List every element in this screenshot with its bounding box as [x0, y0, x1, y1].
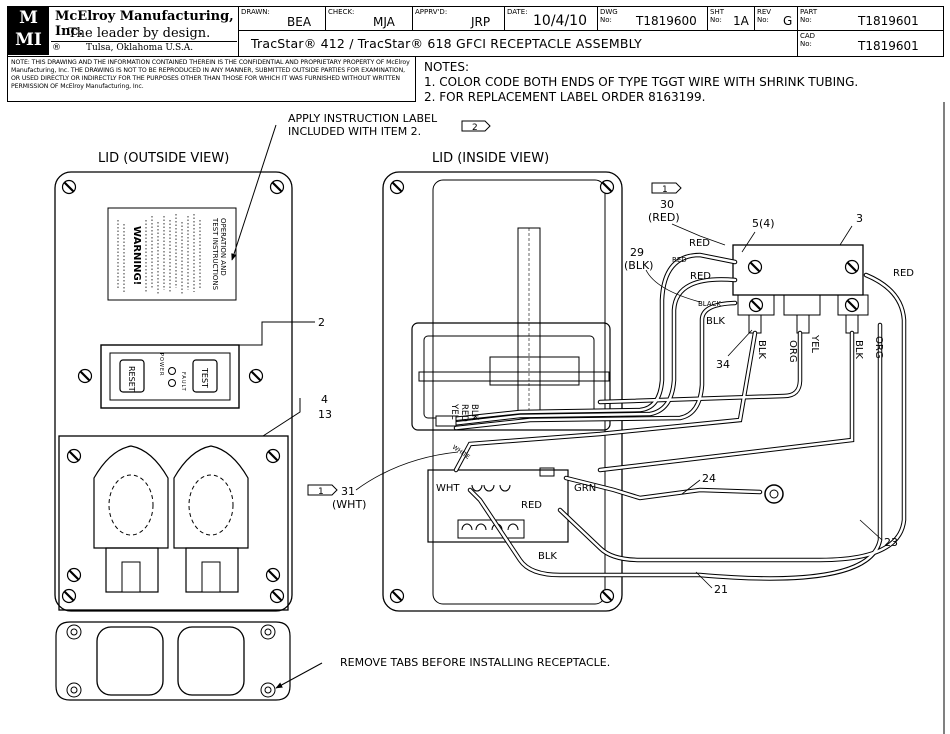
callout-item-30-color: (RED) — [648, 211, 680, 224]
company-block: M MI McElroy Manufacturing, Inc. The lea… — [7, 6, 239, 57]
inside-lid — [382, 171, 623, 612]
callout-item-29-color: (BLK) — [624, 259, 653, 272]
notes-cell: NOTES: 1. COLOR CODE BOTH ENDS OF TYPE T… — [415, 56, 944, 105]
notes: NOTES: 1. COLOR CODE BOTH ENDS OF TYPE T… — [424, 60, 858, 105]
note-2: 2. FOR REPLACEMENT LABEL ORDER 8163199. — [424, 90, 706, 104]
flag-2: 2 — [472, 123, 478, 133]
screw-icon — [269, 588, 285, 604]
power-text: POWER — [158, 353, 164, 377]
company-name: McElroy Manufacturing, Inc. — [55, 9, 234, 39]
wire-label-wht: WHT — [436, 483, 460, 494]
wire-label-blk: BLK — [538, 551, 557, 562]
terminal-block — [732, 244, 869, 334]
callout-item-5: 5(4) — [752, 217, 775, 230]
reset-text: RESET — [127, 366, 136, 392]
power-led — [168, 367, 176, 375]
cad-cell: CAD No: T1819601 — [797, 30, 944, 57]
part-value: T1819601 — [858, 14, 919, 28]
fault-led — [168, 379, 176, 387]
cad-value: T1819601 — [858, 39, 919, 53]
inside-view-title: LID (INSIDE VIEW) — [432, 151, 549, 166]
instruction-label: OPERATION AND TEST INSTRUCTIONS WARNING! — [107, 207, 237, 301]
callout-item-30: 30 — [660, 198, 674, 211]
receptacle-cover — [58, 435, 289, 611]
screw-icon — [77, 368, 93, 384]
flag-1: 1 — [318, 487, 324, 497]
duplex-receptacle — [55, 621, 291, 701]
callout-item-24: 24 — [702, 472, 716, 485]
drawing-title: TracStar® 412 / TracStar® 618 GFCI RECEP… — [251, 36, 642, 51]
callout-item-21: 21 — [714, 583, 728, 596]
approved-value: JRP — [471, 15, 491, 29]
screw-icon — [61, 588, 77, 604]
notes-heading: NOTES: — [424, 60, 469, 74]
item-callouts: APPLY INSTRUCTION LABEL INCLUDED WITH IT… — [288, 112, 898, 669]
screw-icon — [248, 368, 264, 384]
check-value: MJA — [373, 15, 395, 29]
company-slogan: The leader by design. — [68, 26, 211, 41]
confidential-notice: NOTE: THIS DRAWING AND THE INFORMATION C… — [11, 59, 410, 90]
test-button[interactable] — [192, 359, 218, 393]
wire-label-yel-gfci: YEL — [449, 403, 459, 420]
wire-label-yel: YEL — [809, 334, 820, 353]
company-logo: M MI — [8, 7, 49, 55]
wire-label-black: BLACK — [698, 300, 721, 308]
callout-item-4: 4 — [321, 393, 328, 406]
outside-view-title: LID (OUTSIDE VIEW) — [98, 151, 229, 166]
wire-label-red-small: RED — [672, 256, 687, 264]
wire-label-blk: BLK — [706, 316, 725, 327]
callout-item-29: 29 — [630, 246, 644, 259]
date-value: 10/4/10 — [533, 13, 587, 29]
callout-item-23: 23 — [884, 536, 898, 549]
callout-item-31: 31 — [341, 485, 355, 498]
callout-item-34: 34 — [716, 358, 730, 371]
screw-icon — [269, 179, 285, 195]
callout-item-2: 2 — [318, 316, 325, 329]
ground-ring-terminal — [764, 484, 784, 504]
label-op-text: OPERATION AND — [219, 218, 227, 276]
reset-button[interactable] — [119, 359, 145, 393]
wire-label-org: ORG — [787, 340, 798, 363]
label-test-text: TEST INSTRUCTIONS — [211, 217, 219, 291]
wire-label-blk: BLK — [756, 340, 767, 359]
flag-1: 1 — [662, 185, 668, 195]
wire-label-red: RED — [521, 500, 542, 511]
wire-label-org: ORG — [873, 336, 884, 359]
apply-label-text-2: INCLUDED WITH ITEM 2. — [288, 125, 421, 138]
screw-icon — [61, 179, 77, 195]
wire-label-blk-gfci: BLK — [469, 404, 479, 421]
wire-label-red: RED — [689, 238, 710, 249]
gfci-face: RESET TEST POWER FAULT — [100, 344, 240, 409]
wire-label-blk: BLK — [853, 340, 864, 359]
note-1: 1. COLOR CODE BOTH ENDS OF TYPE TGGT WIR… — [424, 75, 859, 89]
callout-item-13: 13 — [318, 408, 332, 421]
callout-item-3: 3 — [856, 212, 863, 225]
drawn-value: BEA — [287, 15, 312, 29]
outside-lid — [54, 171, 293, 612]
callout-item-31-color: (WHT) — [332, 498, 366, 511]
registered-mark: ® — [52, 43, 61, 53]
wire-label-red: RED — [690, 271, 711, 282]
gfci-back — [427, 469, 569, 543]
wire-label-red: RED — [893, 268, 914, 279]
sheet-value: 1A — [733, 14, 749, 28]
rev-value: G — [783, 14, 793, 28]
wire-label-grn: GRN — [574, 483, 596, 494]
test-text: TEST — [200, 367, 209, 388]
dwg-value: T1819600 — [636, 14, 697, 28]
title-block: M MI McElroy Manufacturing, Inc. The lea… — [7, 6, 944, 105]
company-location: Tulsa, Oklahoma U.S.A. — [86, 43, 194, 53]
fault-text: FAULT — [180, 372, 186, 392]
label-warning-text: WARNING! — [131, 226, 142, 285]
wire-label-red-gfci: RED — [459, 404, 469, 422]
apply-label-text: APPLY INSTRUCTION LABEL — [288, 112, 438, 125]
remove-tabs-text: REMOVE TABS BEFORE INSTALLING RECEPTACLE… — [340, 656, 610, 669]
